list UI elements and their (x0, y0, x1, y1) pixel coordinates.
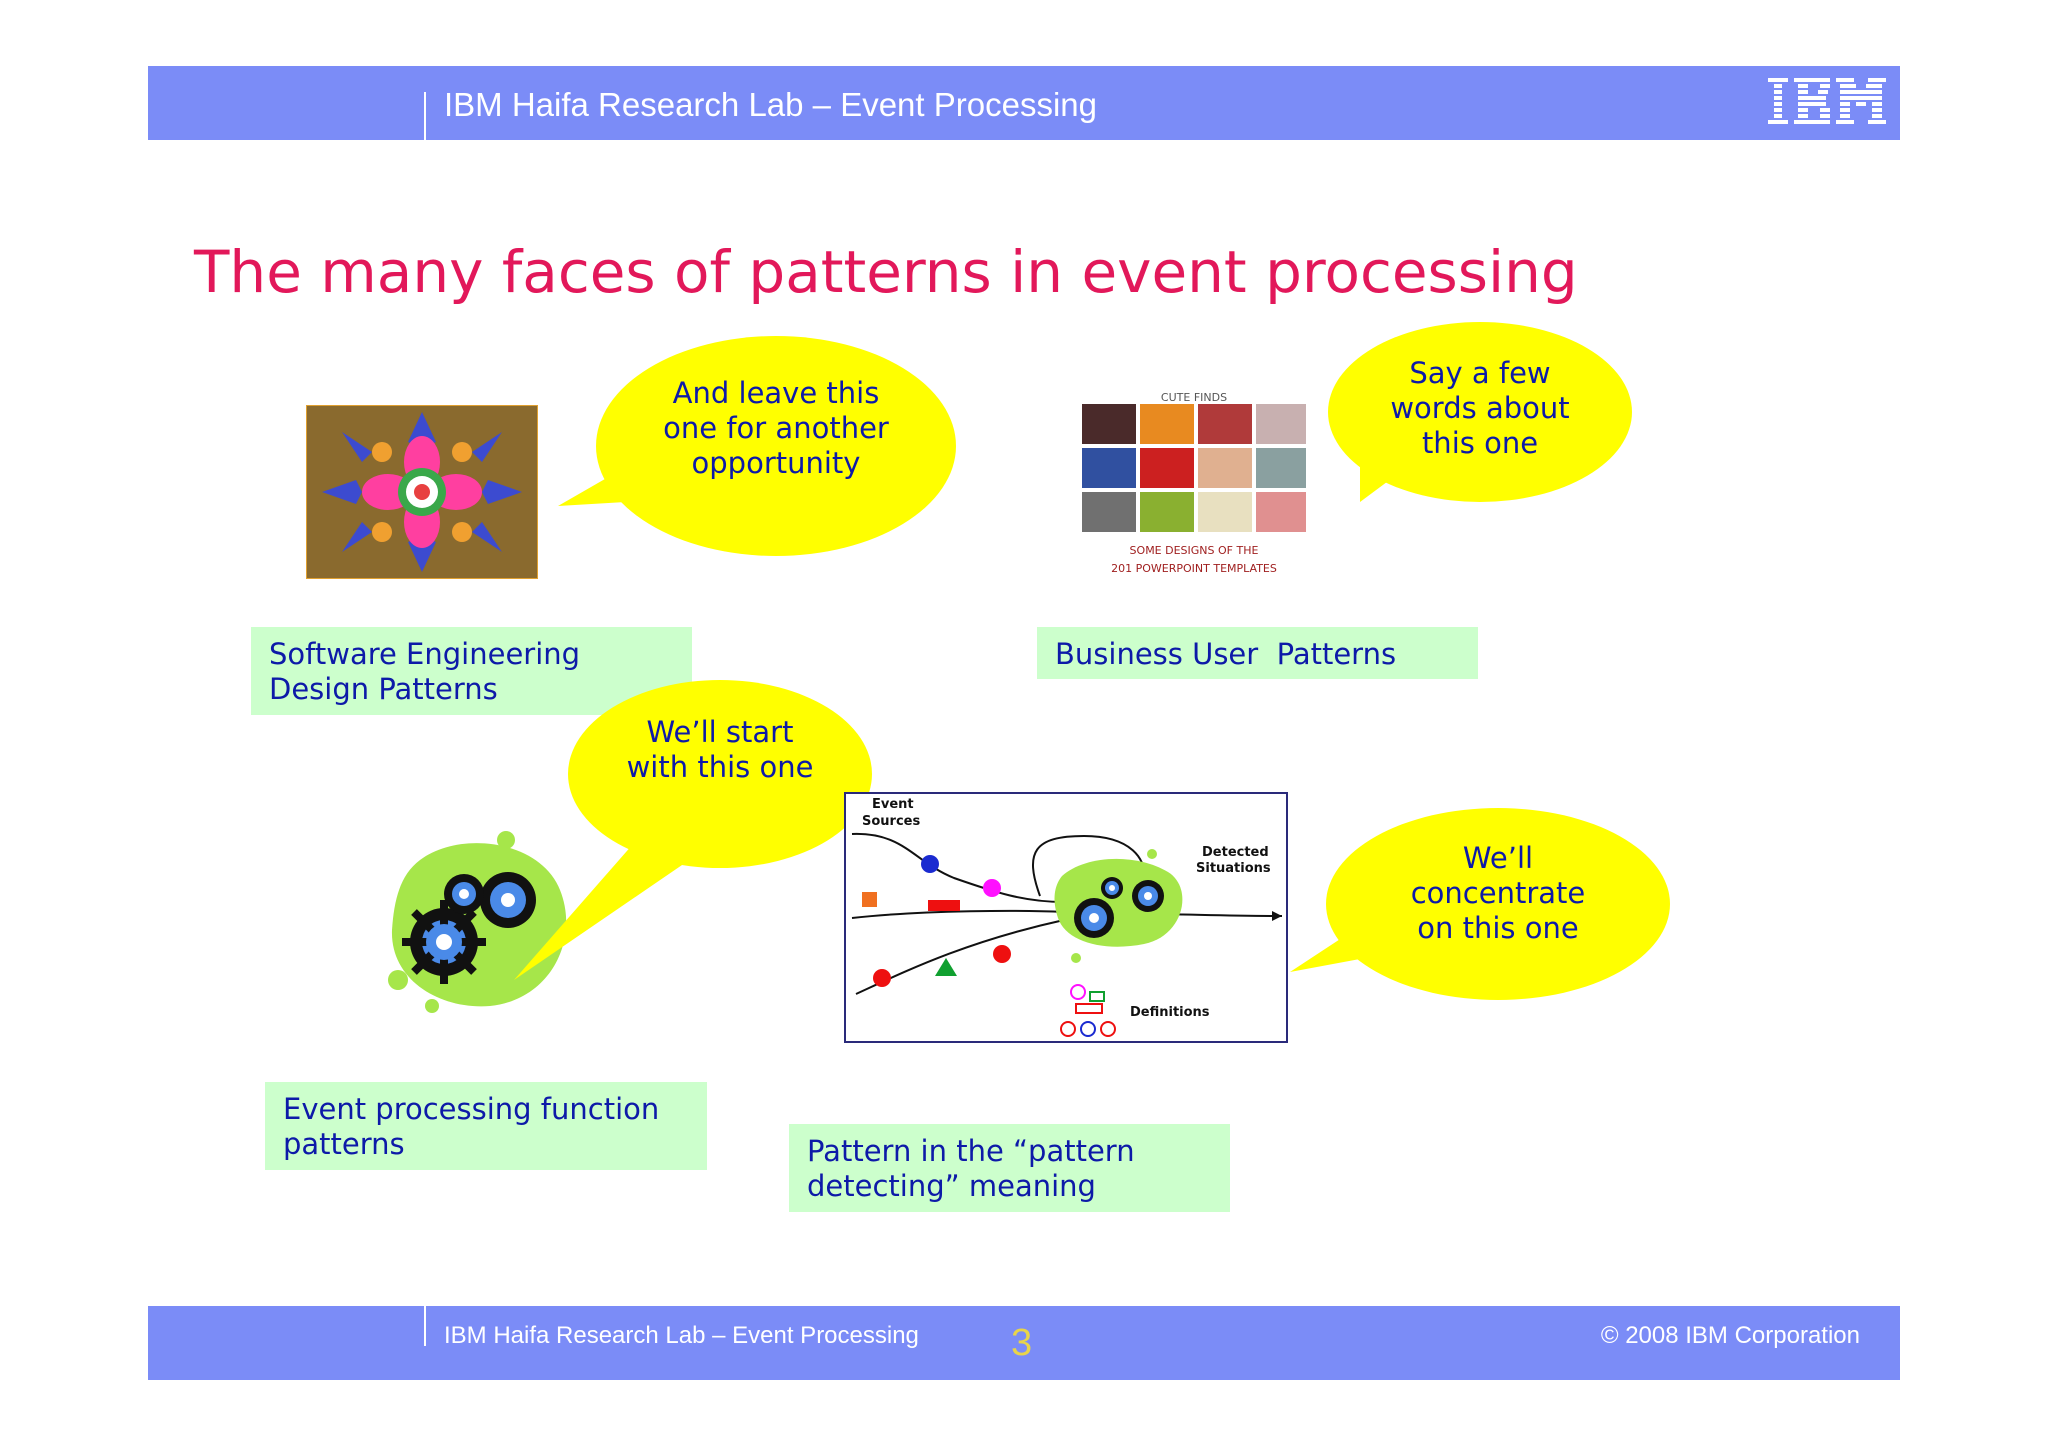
event-sources-label: Event (872, 797, 914, 812)
label-line: Software Engineering (269, 637, 581, 671)
slide-title: The many faces of patterns in event proc… (194, 238, 1578, 306)
detected-situations-label: Detected (1202, 845, 1269, 860)
bubble-start-line: with this one (626, 750, 814, 784)
label-line: Pattern in the “pattern (807, 1134, 1135, 1168)
bubble-say-line: Say a few (1409, 356, 1551, 390)
bubble-say-line: this one (1421, 426, 1539, 460)
bubble-start-line: We’ll start (646, 715, 794, 749)
bubble-leave-line: And leave this (672, 376, 880, 410)
bubble-concentrate-line: We’ll (1462, 841, 1534, 875)
bubble-say-text: Say a few words about this one (1360, 356, 1600, 461)
label-line: Design Patterns (269, 672, 498, 706)
footer-title: IBM Haifa Research Lab – Event Processin… (444, 1322, 919, 1349)
label-line: Business User Patterns (1055, 637, 1397, 671)
gears-image (388, 831, 567, 1013)
header-title: IBM Haifa Research Lab – Event Processin… (444, 86, 1097, 123)
templates-caption-2: 201 POWERPOINT TEMPLATES (1111, 562, 1277, 575)
templates-image: CUTE FINDS SOME DESIGNS OF THE 201 POWER… (1078, 388, 1310, 584)
label-line: Event processing function (283, 1092, 660, 1126)
bubble-leave-line: one for another (663, 411, 889, 445)
label-pattern-detecting: Pattern in the “pattern detecting” meani… (789, 1124, 1230, 1212)
templates-heading: CUTE FINDS (1161, 391, 1227, 404)
event-diagram: Event Sources Detected Situations Defini… (844, 792, 1288, 1043)
page-number: 3 (1011, 1322, 1033, 1364)
bubble-leave (558, 336, 956, 556)
label-line: detecting” meaning (807, 1169, 1096, 1203)
bubble-start (514, 680, 872, 980)
label-line: patterns (283, 1127, 405, 1161)
header-band: IBM Haifa Research Lab – Event Processin… (148, 66, 1900, 140)
rangoli-image (306, 405, 538, 579)
bubble-leave-line: opportunity (691, 446, 861, 480)
event-sources-label: Sources (862, 814, 920, 829)
footer-divider (424, 1306, 426, 1346)
header-divider (424, 92, 426, 140)
bubble-start-text: We’ll start with this one (600, 715, 840, 785)
label-event-processing-function: Event processing function patterns (265, 1082, 707, 1170)
bubble-concentrate-text: We’ll concentrate on this one (1378, 841, 1618, 946)
bubble-concentrate-line: concentrate (1410, 876, 1586, 910)
ibm-logo (1768, 78, 1886, 124)
bubble-concentrate (1290, 808, 1670, 1000)
footer-copyright: © 2008 IBM Corporation (1600, 1322, 1860, 1349)
bubble-say-line: words about (1390, 391, 1570, 425)
bubble-say (1328, 322, 1632, 502)
footer-band: IBM Haifa Research Lab – Event Processin… (148, 1306, 1900, 1380)
bubble-leave-text: And leave this one for another opportuni… (626, 376, 926, 481)
definitions-label: Definitions (1130, 1005, 1210, 1020)
label-business-user: Business User Patterns (1037, 627, 1478, 679)
detected-situations-label: Situations (1196, 861, 1271, 876)
bubble-concentrate-line: on this one (1417, 911, 1579, 945)
templates-caption-1: SOME DESIGNS OF THE (1130, 544, 1259, 557)
label-software-engineering: Software Engineering Design Patterns (251, 627, 692, 715)
